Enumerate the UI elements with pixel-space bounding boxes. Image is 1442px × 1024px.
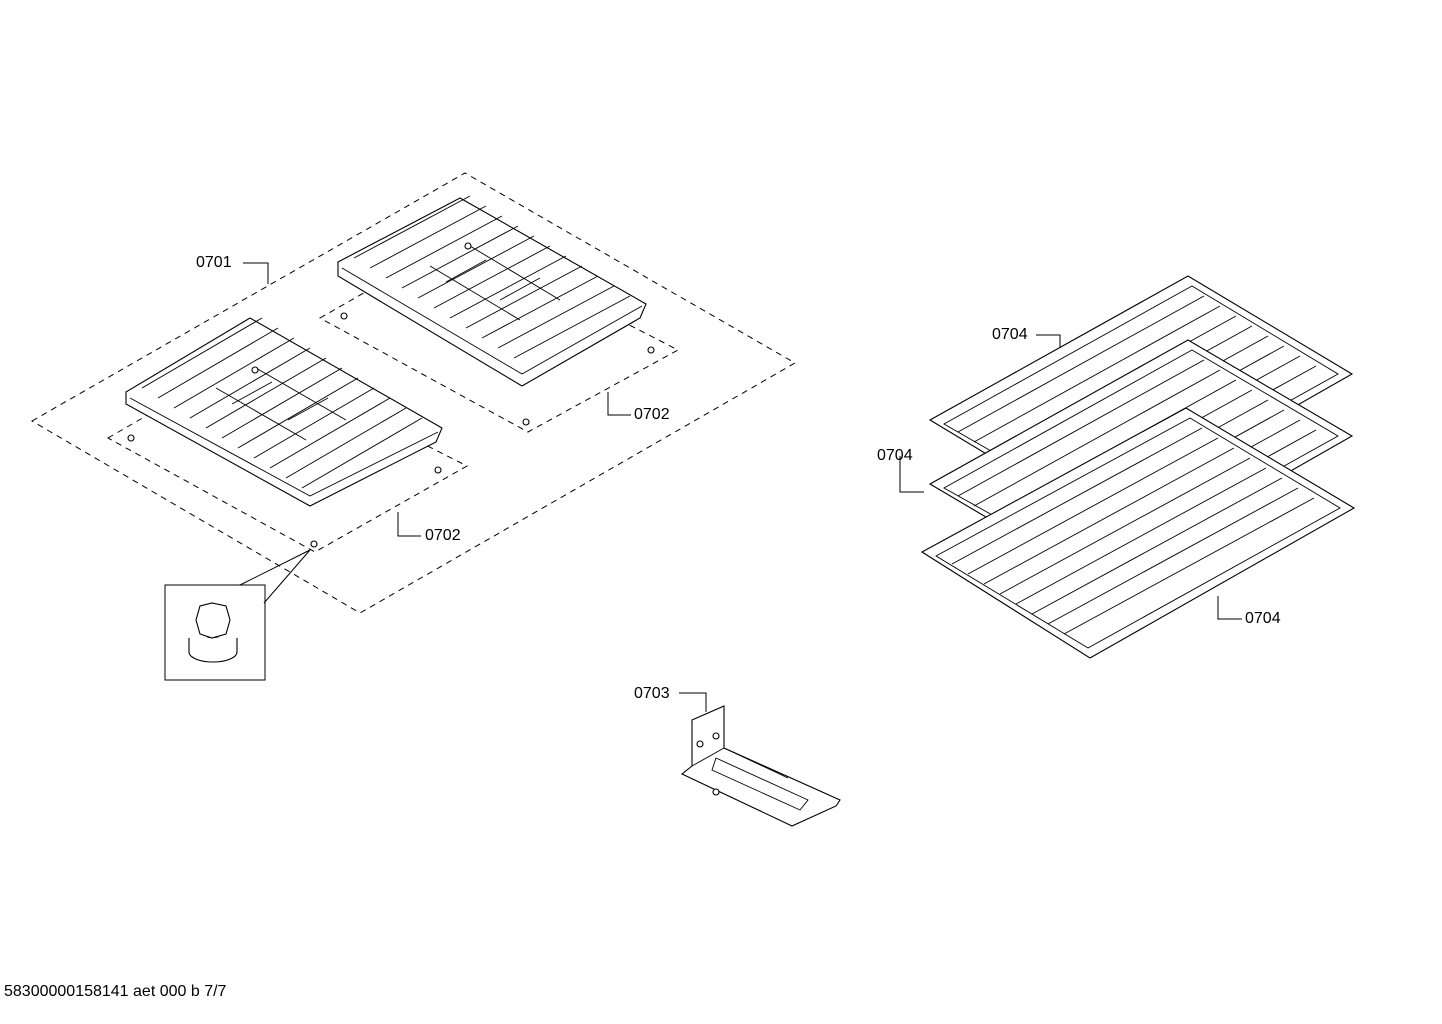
leader-0702-front xyxy=(397,512,421,537)
grate-feet xyxy=(127,312,655,548)
leader-0704-mid xyxy=(899,456,924,493)
leader-0703 xyxy=(679,692,707,712)
leader-0704-bot xyxy=(1217,596,1242,620)
leader-0702-rear xyxy=(607,392,631,416)
callout-0702-rear: 0702 xyxy=(634,406,670,423)
leader-0701 xyxy=(243,262,269,284)
callout-0704-top: 0704 xyxy=(992,326,1028,343)
oven-racks xyxy=(920,275,1356,659)
bracket-drawing xyxy=(680,705,841,827)
front-foot-outline xyxy=(106,355,469,553)
callout-0704-middle: 0704 xyxy=(877,447,913,464)
assembly-outline xyxy=(31,172,797,614)
callout-0704-bottom: 0704 xyxy=(1245,610,1281,627)
callout-0701: 0701 xyxy=(196,254,232,271)
front-grate xyxy=(125,317,443,507)
callout-0702-front: 0702 xyxy=(425,527,461,544)
foot-detail-inset xyxy=(164,549,311,681)
callout-0703: 0703 xyxy=(634,685,670,702)
rear-grate xyxy=(337,195,647,387)
document-id: 58300000158141 aet 000 b 7/7 xyxy=(4,983,227,1000)
